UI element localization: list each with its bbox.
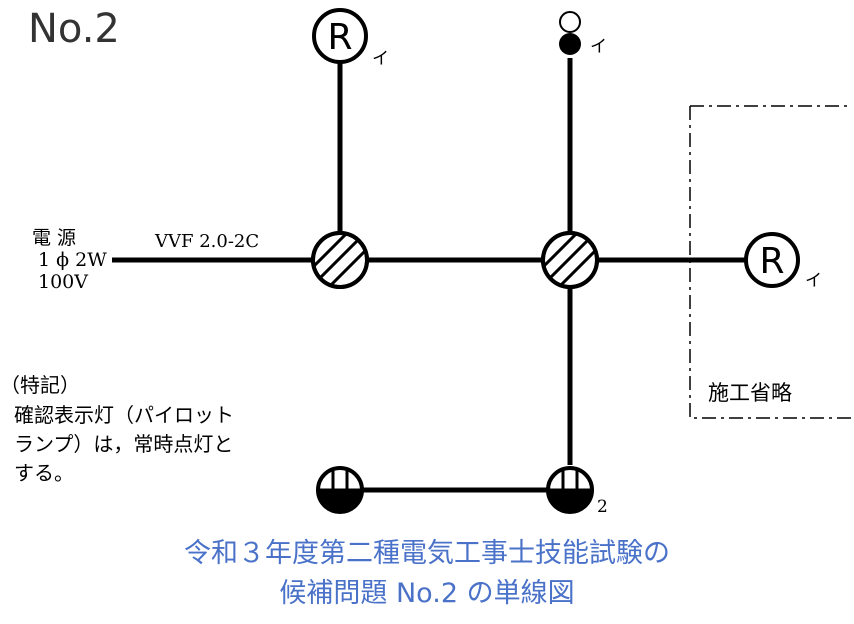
power-source-line2: 1 ϕ 2W	[38, 249, 107, 271]
caption-line2: 候補問題 No.2 の単線図	[279, 578, 575, 609]
omitted-label: 施工省略	[708, 381, 792, 405]
switch-right: 2	[546, 466, 608, 517]
receptacle-symbol-right: R	[759, 241, 784, 282]
cable-label: VVF 2.0-2C	[154, 231, 259, 252]
receptacle-fixture-top: R イ	[312, 8, 389, 69]
wires	[112, 58, 745, 493]
notes-line2: ランプ）は，常時点灯と	[14, 432, 233, 456]
omitted-area: 施工省略	[689, 105, 852, 419]
notes-line1: 確認表示灯（パイロット	[14, 403, 234, 427]
diagram-caption: 令和３年度第二種電気工事士技能試験の 候補問題 No.2 の単線図	[0, 534, 854, 614]
notes-line3: する。	[14, 461, 74, 485]
fixture-label-right: イ	[805, 271, 822, 291]
junction-box-1	[311, 231, 369, 289]
fixture-label-top-center: イ	[590, 37, 607, 57]
receptacle-fixture-right: R イ	[744, 232, 822, 291]
notes-heading: （特記）	[0, 373, 80, 397]
junction-box-2	[541, 231, 599, 289]
power-source: 電 源 1 ϕ 2W 100V	[32, 227, 107, 293]
special-notes: （特記） 確認表示灯（パイロット ランプ）は，常時点灯と する。	[0, 373, 234, 485]
caption-line1: 令和３年度第二種電気工事士技能試験の	[184, 538, 670, 569]
diagram-title: No.2	[28, 6, 120, 52]
power-source-line3: 100V	[38, 271, 88, 293]
fixture-label-top-left: イ	[372, 49, 389, 69]
receptacle-symbol-top: R	[327, 17, 352, 58]
pilot-lamp-top: イ	[559, 11, 607, 57]
power-source-line1: 電 源	[32, 227, 76, 249]
switch-left	[316, 466, 364, 514]
switch-count-label: 2	[597, 497, 608, 517]
